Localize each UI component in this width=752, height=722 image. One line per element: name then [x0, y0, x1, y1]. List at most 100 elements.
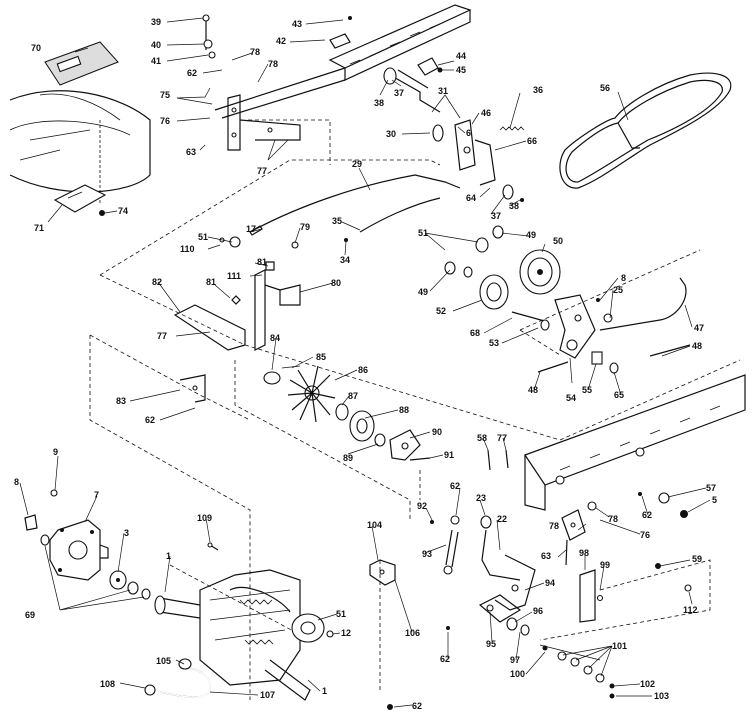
callout-89: 89 — [343, 453, 353, 463]
callout-12: 12 — [341, 628, 351, 638]
callout-62: 62 — [440, 654, 450, 664]
callout-5: 5 — [712, 495, 717, 505]
callout-35: 35 — [332, 216, 342, 226]
pulley-87-88 — [335, 403, 386, 447]
blade-hub-90 — [389, 429, 431, 461]
callout-7: 7 — [94, 490, 99, 500]
callout-78: 78 — [549, 521, 559, 531]
bolts-53-65-48 — [511, 311, 691, 374]
callout-104: 104 — [367, 520, 382, 530]
callout-37: 37 — [491, 211, 501, 221]
rod-47 — [596, 277, 687, 331]
callout-94: 94 — [545, 578, 555, 588]
transaxle-1 — [154, 569, 311, 701]
callout-108: 108 — [100, 679, 115, 689]
callout-80: 80 — [331, 278, 341, 288]
callout-109: 109 — [197, 513, 212, 523]
callout-30: 30 — [386, 129, 396, 139]
bracket-104 — [369, 559, 396, 586]
callout-81: 81 — [206, 277, 216, 287]
callout-84: 84 — [270, 333, 280, 343]
callout-17: 17 — [246, 224, 256, 234]
pulley-50 — [519, 249, 561, 295]
hose-107 — [144, 658, 211, 698]
callout-54: 54 — [566, 393, 576, 403]
pedal-bracket-46 — [454, 119, 496, 186]
bolt-39-40-41 — [202, 14, 216, 59]
callout-62: 62 — [412, 701, 422, 711]
link-93 — [430, 515, 460, 575]
callout-88: 88 — [399, 405, 409, 415]
callout-62: 62 — [450, 481, 460, 491]
callout-69: 69 — [25, 610, 35, 620]
callout-81: 81 — [257, 257, 267, 267]
callout-68: 68 — [470, 328, 480, 338]
callout-77: 77 — [257, 166, 267, 176]
callout-49: 49 — [526, 230, 536, 240]
callout-100: 100 — [510, 669, 525, 679]
upper-frame-rail — [214, 4, 472, 119]
callout-95: 95 — [486, 639, 496, 649]
callout-97: 97 — [510, 655, 520, 665]
leader-lines — [19, 17, 711, 708]
bracket-83 — [179, 374, 206, 403]
callout-31: 31 — [438, 86, 448, 96]
callout-112: 112 — [683, 605, 698, 615]
washers-3-69 — [40, 534, 151, 600]
callout-66: 66 — [527, 136, 537, 146]
callout-93: 93 — [422, 549, 432, 559]
lever-22-23 — [480, 515, 536, 611]
callout-6: 6 — [466, 128, 471, 138]
callout-8: 8 — [621, 273, 626, 283]
callout-76: 76 — [160, 116, 170, 126]
lever-assembly-80-82 — [173, 236, 301, 351]
callout-34: 34 — [340, 255, 350, 265]
callout-85: 85 — [316, 352, 326, 362]
rod-29 — [249, 174, 461, 236]
callout-78: 78 — [608, 514, 618, 524]
callout-labels: 39 40 41 70 62 78 78 75 76 63 77 43 42 4… — [14, 17, 717, 711]
callout-75: 75 — [160, 90, 170, 100]
callout-71: 71 — [34, 223, 44, 233]
callout-51: 51 — [418, 228, 428, 238]
callout-62: 62 — [642, 510, 652, 520]
callout-48: 48 — [528, 385, 538, 395]
small-hardware — [99, 210, 509, 710]
callout-91: 91 — [444, 450, 454, 460]
callout-41: 41 — [151, 56, 161, 66]
callout-37: 37 — [394, 88, 404, 98]
shaft-assembly — [329, 16, 444, 142]
lower-frame-rail — [524, 374, 746, 511]
fan-86 — [287, 365, 336, 423]
callout-77: 77 — [157, 331, 167, 341]
callout-82: 82 — [152, 277, 162, 287]
callout-76: 76 — [640, 530, 650, 540]
callout-65: 65 — [614, 390, 624, 400]
callout-43: 43 — [292, 19, 302, 29]
callout-101: 101 — [612, 641, 627, 651]
callout-1: 1 — [166, 551, 171, 561]
callout-78: 78 — [250, 47, 260, 57]
idler-arm-54 — [554, 294, 596, 359]
callout-49: 49 — [418, 287, 428, 297]
callout-64: 64 — [466, 193, 476, 203]
pulley-51-12 — [291, 613, 334, 643]
callout-96: 96 — [533, 606, 543, 616]
bracket-upper-left — [227, 94, 301, 151]
rod-35 — [344, 197, 441, 242]
pin-109 — [207, 542, 219, 551]
callout-63: 63 — [186, 147, 196, 157]
assembly-outlines — [89, 119, 741, 700]
callout-87: 87 — [348, 391, 358, 401]
drive-belt-56 — [559, 72, 732, 189]
callout-46: 46 — [481, 108, 491, 118]
callout-42: 42 — [276, 36, 286, 46]
hood-panel-70 — [44, 41, 119, 86]
key-8-9 — [24, 489, 58, 531]
callout-25: 25 — [613, 285, 623, 295]
callout-3: 3 — [124, 528, 129, 538]
plate-94-95 — [478, 594, 522, 623]
callout-40: 40 — [151, 40, 161, 50]
